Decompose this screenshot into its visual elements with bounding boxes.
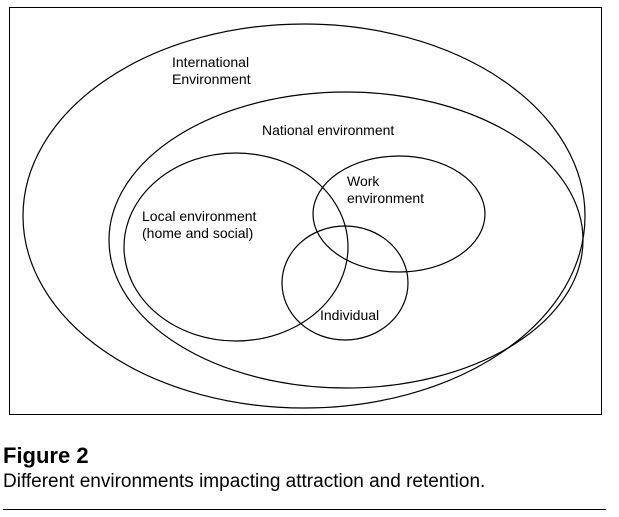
work-environment-ellipse bbox=[312, 155, 486, 273]
local-environment-ellipse bbox=[123, 152, 349, 342]
international-environment-ellipse bbox=[22, 23, 586, 409]
bottom-divider bbox=[3, 509, 606, 510]
national-environment-label: National environment bbox=[262, 122, 394, 138]
international-environment-label: International Environment bbox=[172, 54, 253, 87]
figure-frame bbox=[9, 7, 602, 415]
local-label-line-1: Local environment bbox=[142, 208, 257, 224]
figure-caption-label: Figure 2 bbox=[3, 443, 89, 468]
individual-ellipse bbox=[281, 225, 409, 341]
international-label-line-1: International bbox=[172, 54, 249, 70]
national-environment-ellipse bbox=[108, 91, 584, 389]
individual-label: Individual bbox=[320, 307, 379, 323]
local-label-line-2: (home and social) bbox=[142, 225, 253, 241]
figure-caption-text: Different environments impacting attract… bbox=[3, 471, 486, 492]
work-label-line-1: Work bbox=[347, 173, 380, 189]
international-label-line-2: Environment bbox=[172, 71, 251, 87]
local-environment-label: Local environment (home and social) bbox=[142, 208, 260, 241]
work-label-line-2: environment bbox=[347, 190, 424, 206]
work-environment-label: Work environment bbox=[347, 173, 424, 206]
